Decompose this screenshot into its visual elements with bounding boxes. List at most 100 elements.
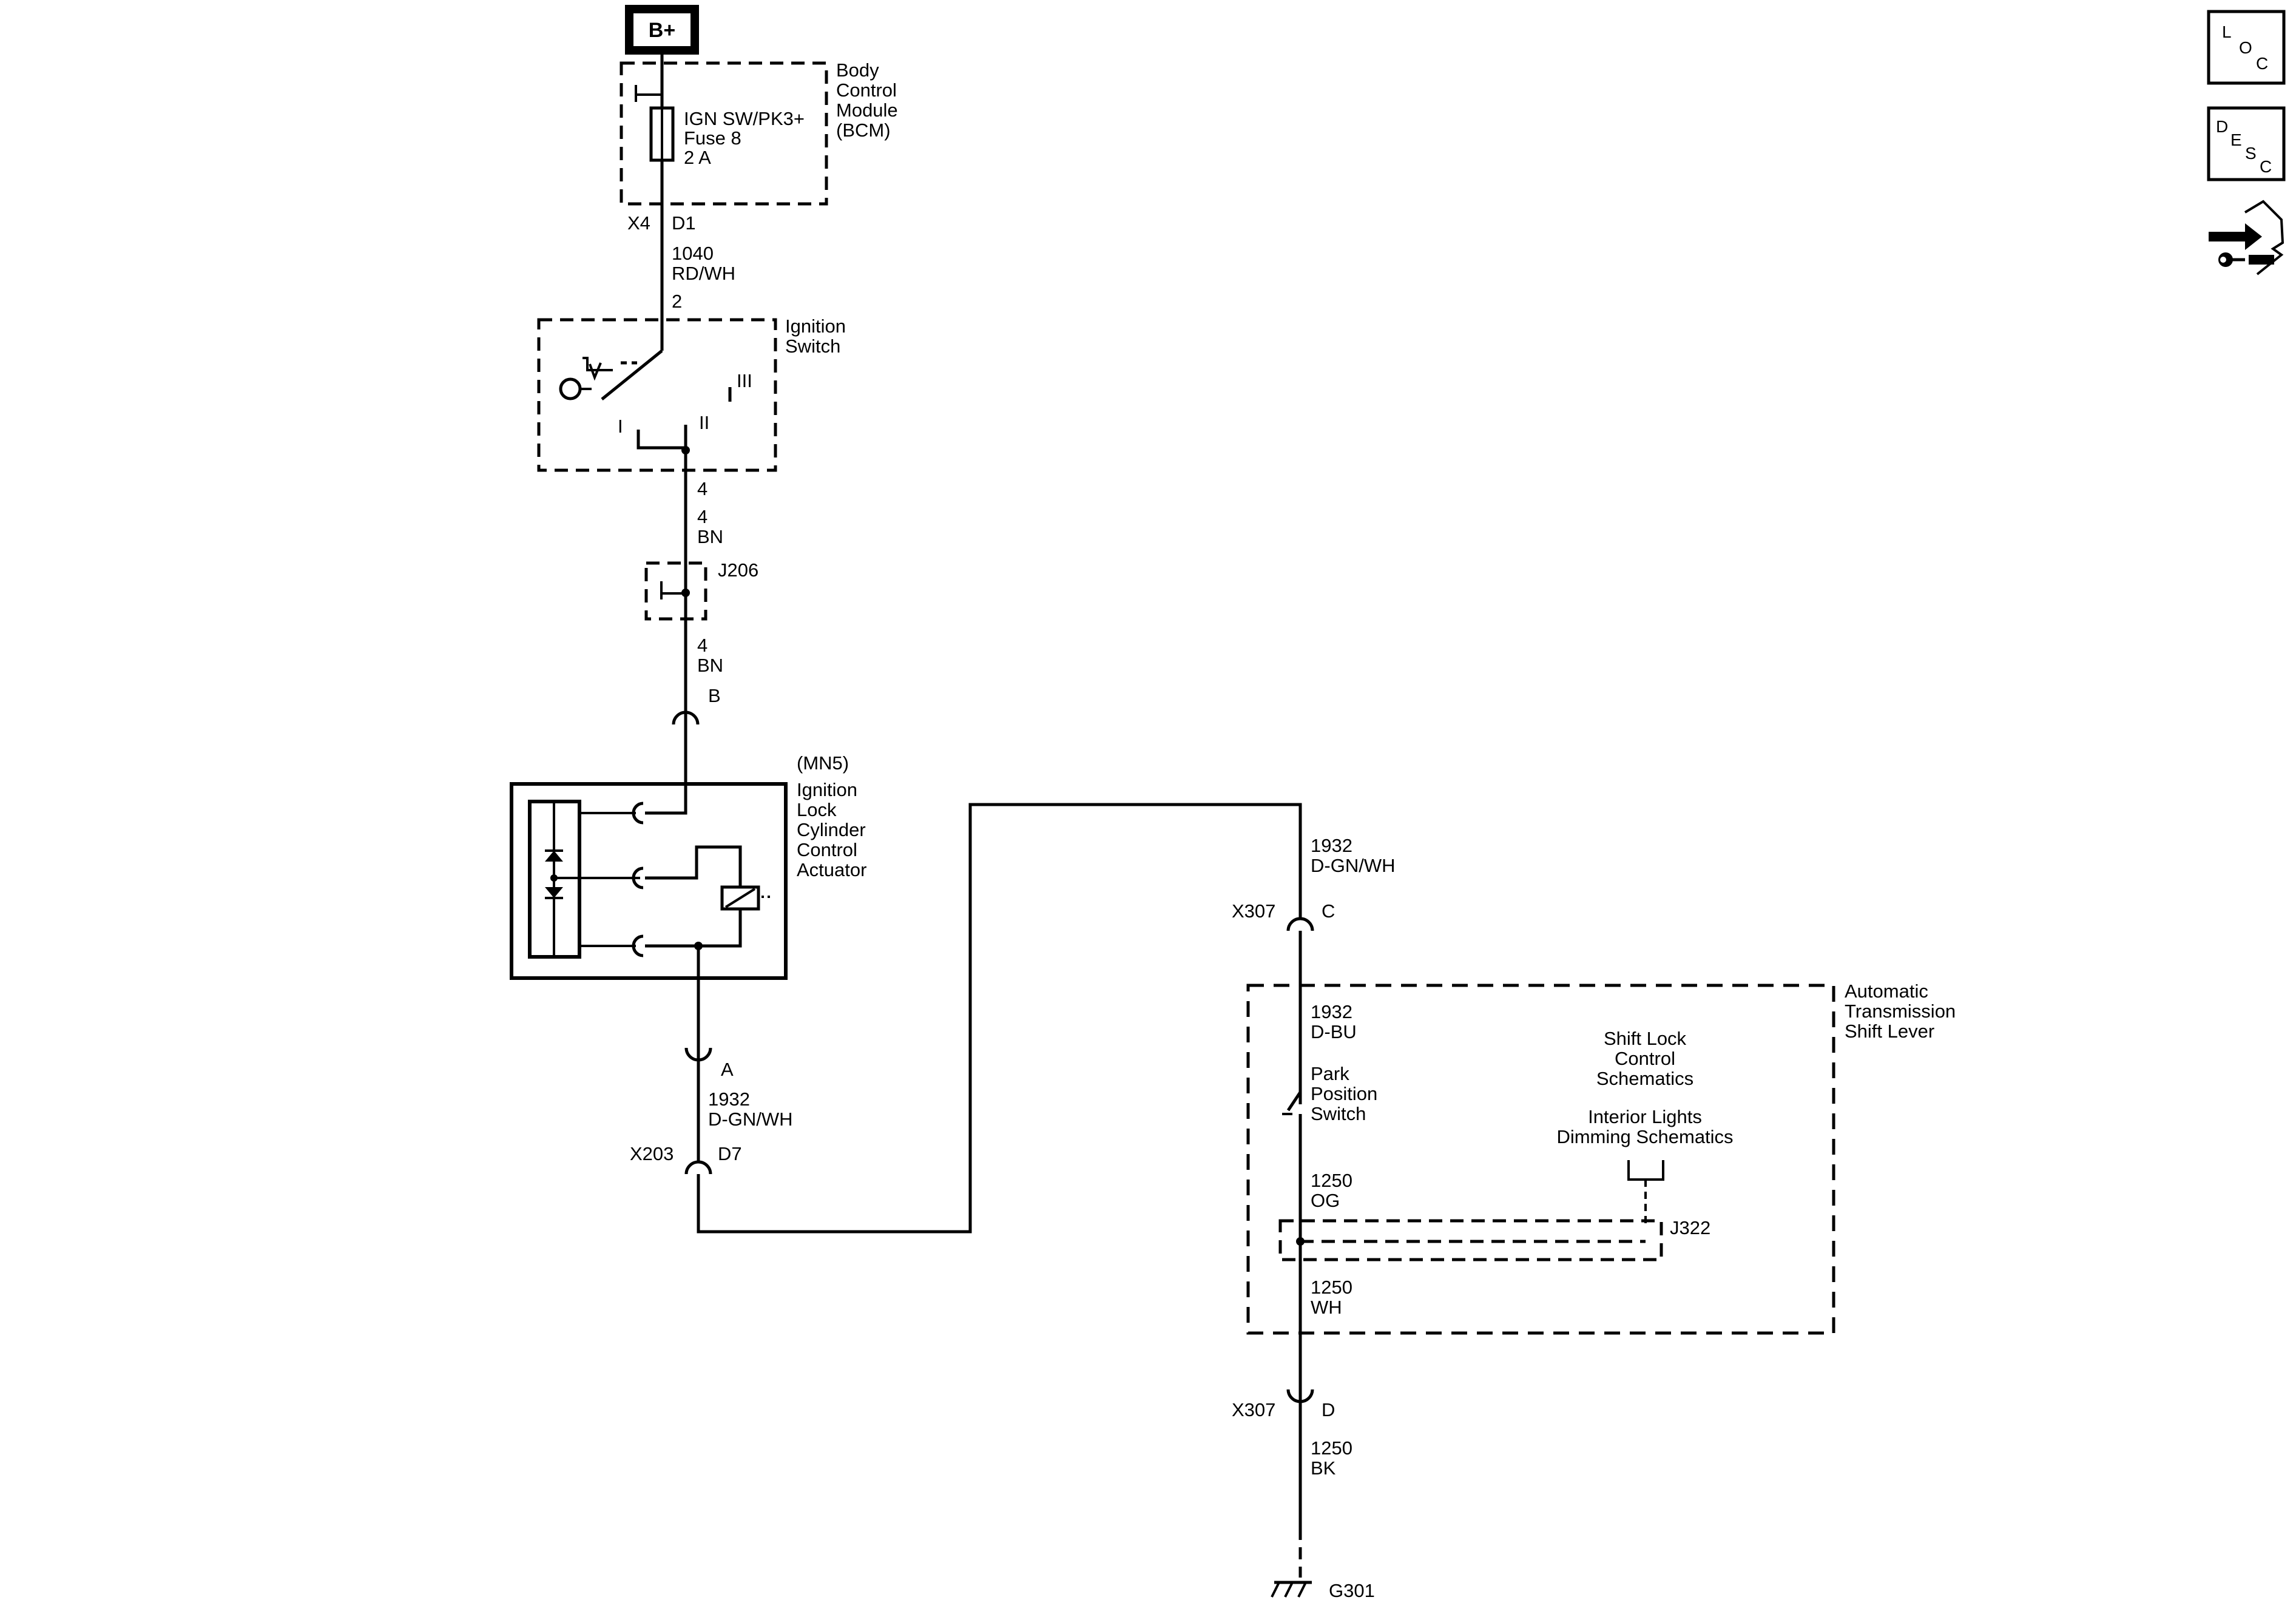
battery-positive-terminal: B+: [625, 5, 699, 55]
svg-text:Park: Park: [1311, 1063, 1349, 1084]
ignition-switch-pin-2: 2: [672, 291, 682, 312]
svg-text:Position: Position: [1311, 1083, 1377, 1104]
interior-lights-dimming-reference: Interior Lights Dimming Schematics: [1556, 1106, 1733, 1147]
x203-pin-label: D7: [718, 1143, 742, 1164]
svg-text:Switch: Switch: [1311, 1103, 1366, 1124]
bcm-pin-label: D1: [672, 212, 696, 234]
svg-text:E: E: [2230, 130, 2242, 149]
wire-1932b-color: D-GN/WH: [1311, 855, 1395, 876]
svg-text:Cylinder: Cylinder: [797, 819, 866, 840]
connector-x203-icon: [684, 1160, 712, 1175]
wire-4a-color: BN: [697, 526, 723, 547]
x307c-connector-label: X307: [1232, 900, 1275, 922]
x307d-connector-label: X307: [1232, 1399, 1275, 1420]
svg-text:Shift Lock: Shift Lock: [1604, 1028, 1687, 1049]
wire-1250wh-circuit: 1250: [1311, 1277, 1352, 1298]
svg-text:Interior Lights: Interior Lights: [1588, 1106, 1702, 1127]
svg-text:C: C: [2260, 157, 2272, 176]
switch-position-i-contact: [636, 430, 686, 450]
shift-lock-control-reference: Shift Lock Control Schematics: [1596, 1028, 1693, 1089]
wire-1250og-color: OG: [1311, 1190, 1340, 1211]
ground-g301: G301: [1271, 1580, 1375, 1601]
svg-text:Shift Lever: Shift Lever: [1845, 1021, 1934, 1042]
svg-text:Actuator: Actuator: [797, 859, 866, 880]
svg-text:Automatic: Automatic: [1845, 981, 1928, 1002]
svg-text:G301: G301: [1329, 1580, 1375, 1601]
switch-contact-icon: [1286, 1091, 1302, 1112]
svg-text:O: O: [2239, 38, 2252, 57]
svg-text:IGN SW/PK3+: IGN SW/PK3+: [684, 108, 805, 129]
x307c-pin-label: C: [1322, 900, 1335, 922]
actuator-pin-icon: [632, 866, 644, 890]
description-view-button[interactable]: D E S C: [2207, 106, 2286, 181]
connector-end-view-button[interactable]: [2209, 200, 2284, 275]
wire-1250wh-color: WH: [1311, 1297, 1342, 1318]
wire-1932b-circuit: 1932: [1311, 835, 1352, 856]
ignition-switch: Ignition Switch I II III: [537, 316, 846, 472]
wire-1250bk-circuit: 1250: [1311, 1437, 1352, 1459]
wire-1932a-color: D-GN/WH: [708, 1109, 792, 1130]
wire-1932c-circuit: 1932: [1311, 1001, 1352, 1022]
key-symbol-icon: [582, 357, 613, 381]
diode-icon: [545, 851, 563, 862]
key-cylinder-icon: [559, 377, 582, 400]
wire-1040-circuit: 1040: [672, 243, 714, 264]
connector-pin-a: A: [721, 1059, 734, 1080]
wire-1040-color: RD/WH: [672, 263, 735, 284]
location-view-button[interactable]: L O C: [2207, 10, 2286, 85]
svg-text:Dimming Schematics: Dimming Schematics: [1556, 1126, 1733, 1147]
body-control-module: Body Control Module (BCM) IGN SW/PK3+ Fu…: [620, 59, 898, 206]
wire-4a-circuit: 4: [697, 506, 707, 527]
svg-text:C: C: [2256, 54, 2268, 73]
reference-bracket-icon: [1627, 1160, 1664, 1181]
svg-text:II: II: [699, 412, 709, 433]
wire-4b-circuit: 4: [697, 635, 707, 656]
svg-text:(MN5): (MN5): [797, 752, 849, 774]
wire-1250bk-color: BK: [1311, 1457, 1336, 1479]
wire-1932-run: [697, 803, 1302, 1234]
svg-text:S: S: [2245, 144, 2257, 163]
svg-text:Control: Control: [1615, 1048, 1675, 1069]
bcm-connector-label: X4: [627, 212, 650, 234]
fuse-label: IGN SW/PK3+ Fuse 8 2 A: [684, 108, 805, 168]
switch-contact: [601, 349, 663, 400]
diode-icon: [545, 887, 563, 898]
svg-text:(BCM): (BCM): [836, 120, 891, 141]
bcm-label: Body Control Module (BCM): [836, 59, 898, 141]
bcm-inline-connector-icon: [635, 85, 662, 102]
connector-end-view-icon: [2209, 200, 2284, 275]
splice-j206: J206: [644, 559, 758, 621]
svg-text:Control: Control: [836, 79, 897, 101]
svg-text:Fuse 8: Fuse 8: [684, 127, 741, 149]
wire-4b-color: BN: [697, 655, 723, 676]
svg-text:Ignition: Ignition: [797, 779, 857, 800]
svg-text:L: L: [2222, 22, 2232, 41]
wire-1932a-circuit: 1932: [708, 1089, 750, 1110]
svg-text:D: D: [2216, 117, 2228, 136]
x203-connector-label: X203: [630, 1143, 674, 1164]
svg-text:Switch: Switch: [785, 336, 840, 357]
svg-text:J206: J206: [718, 559, 758, 581]
ignition-switch-pin-4: 4: [697, 478, 707, 499]
svg-text:B+: B+: [649, 19, 675, 42]
wire-1932c-color: D-BU: [1311, 1021, 1357, 1042]
park-position-switch: Park Position Switch: [1282, 1063, 1377, 1124]
svg-text:Transmission: Transmission: [1845, 1001, 1956, 1022]
splice-j322: J322: [1278, 1217, 1710, 1261]
svg-text:I: I: [618, 416, 623, 437]
svg-text:2 A: 2 A: [684, 147, 711, 168]
svg-text:Module: Module: [836, 100, 898, 121]
x307d-pin-label: D: [1322, 1399, 1335, 1420]
svg-text:Body: Body: [836, 59, 879, 81]
svg-text:J322: J322: [1670, 1217, 1710, 1238]
connector-b-icon: [672, 711, 700, 725]
svg-text:Ignition: Ignition: [785, 316, 846, 337]
connector-pin-b: B: [708, 685, 721, 706]
svg-text:Lock: Lock: [797, 799, 837, 820]
svg-text:III: III: [737, 370, 752, 391]
connector-x307-c-icon: [1286, 917, 1314, 931]
wire-1250og-circuit: 1250: [1311, 1170, 1352, 1191]
ignition-lock-cylinder-actuator: (MN5) Ignition Lock Cylinder Control Act…: [510, 737, 866, 980]
svg-text:Control: Control: [797, 839, 857, 860]
